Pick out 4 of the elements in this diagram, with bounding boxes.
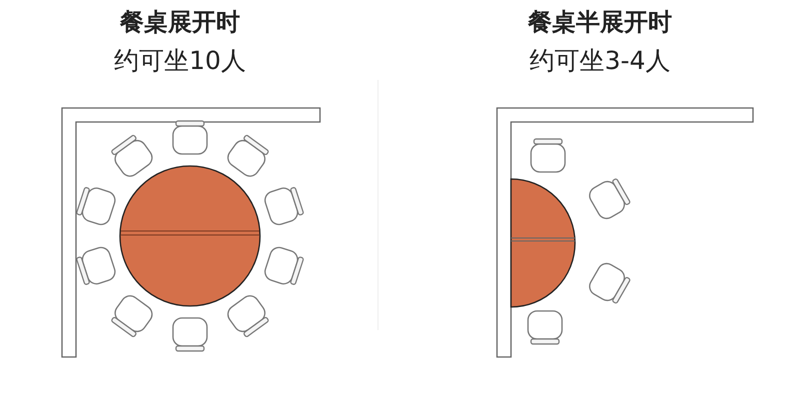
subheading: 约可坐3-4人: [528, 46, 672, 76]
heading: 餐桌展开时: [119, 8, 241, 37]
subheading: 约可坐10人: [113, 46, 247, 76]
heading: 餐桌半展开时: [527, 8, 673, 37]
